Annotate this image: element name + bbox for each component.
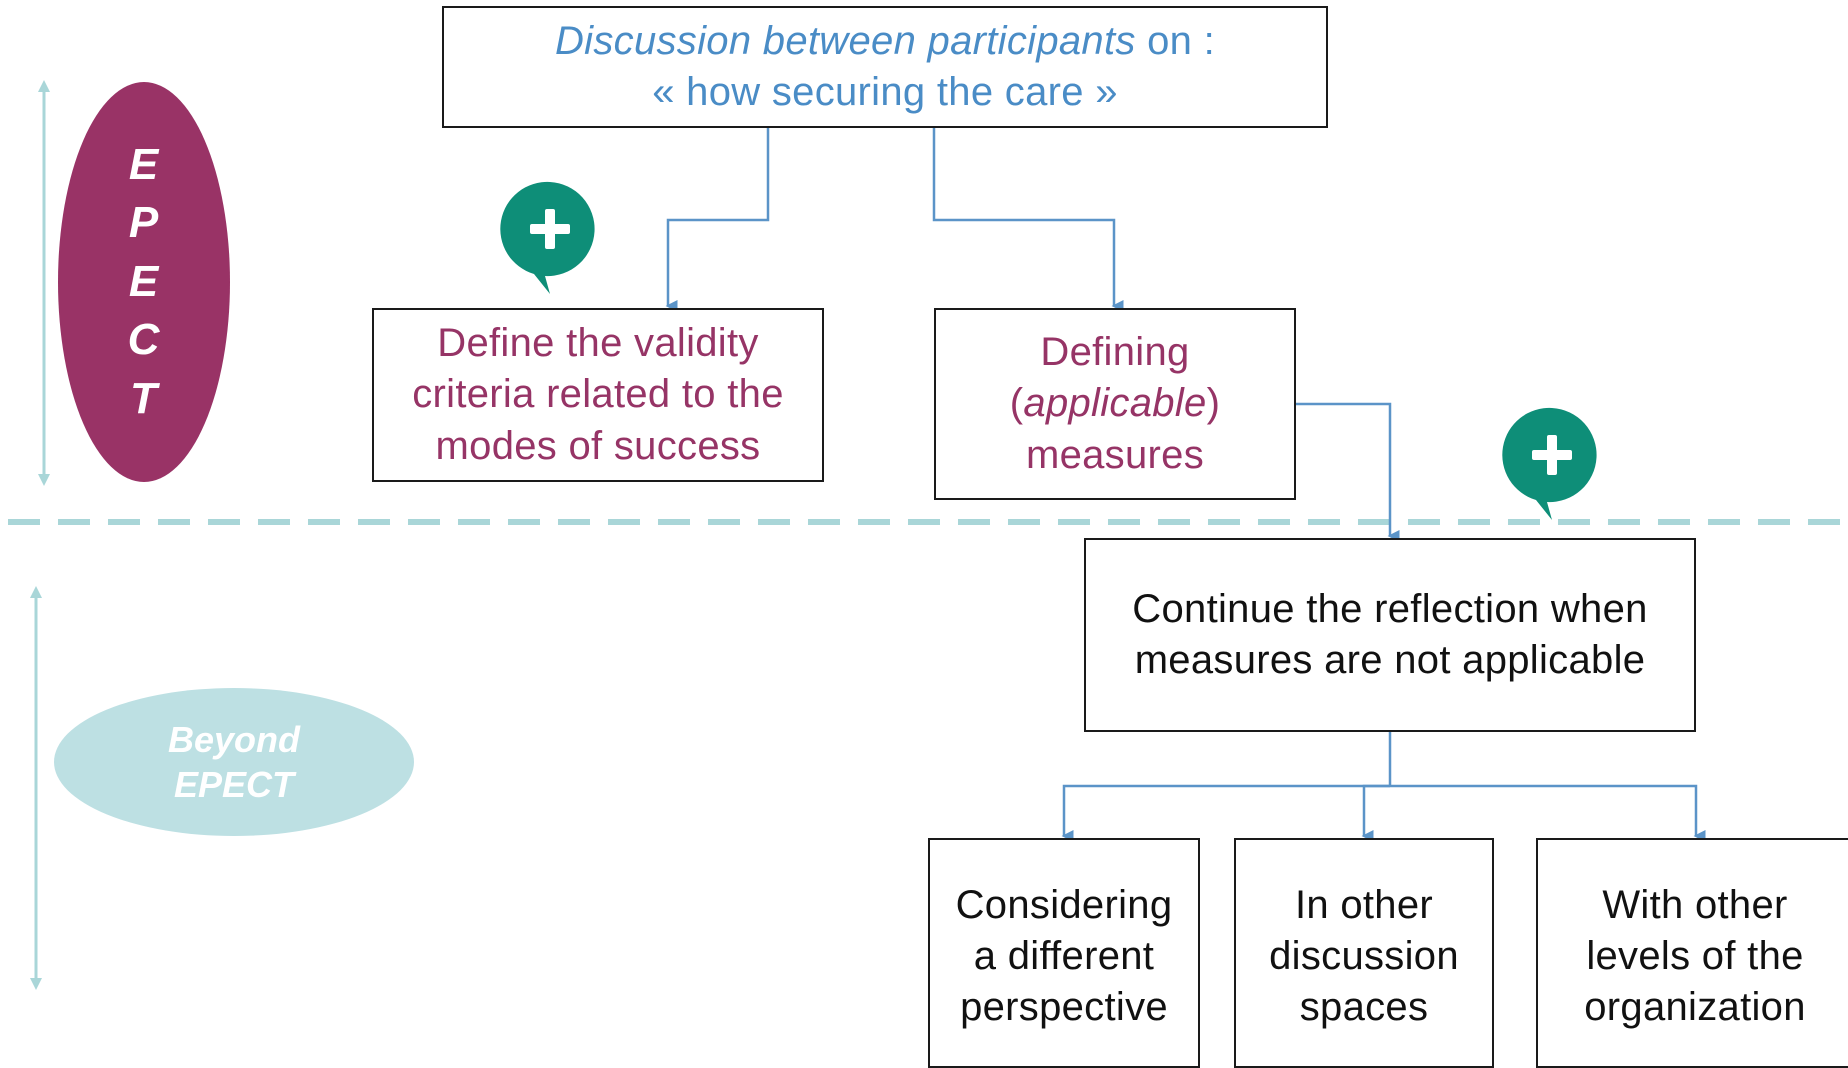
- epect-ellipse: E P E C T: [58, 82, 230, 482]
- connector-measures-to-continue: [1296, 402, 1400, 542]
- spaces-line3: spaces: [1299, 985, 1429, 1030]
- plus-speech-bubble-icon: [500, 181, 595, 294]
- measures-paren-open: (: [1009, 381, 1024, 426]
- continue-line2: measures are not applicable: [1134, 638, 1646, 682]
- continue-reflection-box: Continue the reflection when measures ar…: [1084, 538, 1696, 732]
- measures-paren-close: ): [1206, 381, 1221, 426]
- organization-line1: With other: [1602, 883, 1788, 927]
- epect-letter: C: [127, 315, 161, 365]
- perspective-line1: Considering: [955, 883, 1173, 927]
- organization-line2: levels of the: [1586, 934, 1804, 979]
- beyond-epect-ellipse: Beyond EPECT: [54, 688, 414, 836]
- connector-to-discussion-spaces: [1361, 784, 1390, 842]
- epect-letter: E: [128, 139, 160, 189]
- spaces-line1: In other: [1294, 883, 1434, 927]
- discussion-box: Discussion between participants on : « h…: [442, 6, 1328, 128]
- discussion-italic: Discussion between participants: [554, 18, 1136, 63]
- connector-top-to-measures: [932, 128, 1124, 312]
- spaces-line2: discussion: [1269, 934, 1459, 979]
- organization-line3: organization: [1584, 985, 1806, 1030]
- epect-letter: T: [130, 373, 158, 423]
- applicable-measures-box: Defining (applicable) measures: [934, 308, 1296, 500]
- connector-top-to-validity: [665, 128, 770, 312]
- validity-criteria-box: Define the validity criteria related to …: [372, 308, 824, 482]
- discussion-question: « how securing the care »: [652, 70, 1118, 114]
- plus-speech-bubble-icon: [1502, 407, 1597, 520]
- discussion-suffix: on :: [1135, 18, 1216, 63]
- measures-line3: measures: [1025, 432, 1204, 477]
- validity-line2: criteria related to the: [412, 372, 784, 417]
- connector-to-organization: [1390, 784, 1706, 842]
- perspective-box: Considering a different perspective: [928, 838, 1200, 1068]
- measures-italic: applicable: [1023, 381, 1207, 426]
- beyond-label-line2: EPECT: [173, 764, 295, 805]
- beyond-label-line1: Beyond: [167, 719, 300, 760]
- organization-levels-box: With other levels of the organization: [1536, 838, 1848, 1068]
- validity-line1: Define the validity: [437, 321, 759, 366]
- perspective-line3: perspective: [960, 985, 1168, 1030]
- continue-line1: Continue the reflection when: [1132, 586, 1648, 631]
- epect-letter: E: [128, 256, 160, 306]
- measures-line1: Defining: [1040, 330, 1190, 375]
- epect-letter: P: [128, 198, 160, 248]
- connector-to-perspective: [1061, 784, 1390, 842]
- discussion-spaces-box: In other discussion spaces: [1234, 838, 1494, 1068]
- validity-line3: modes of success: [435, 423, 761, 468]
- perspective-line2: a different: [973, 934, 1155, 979]
